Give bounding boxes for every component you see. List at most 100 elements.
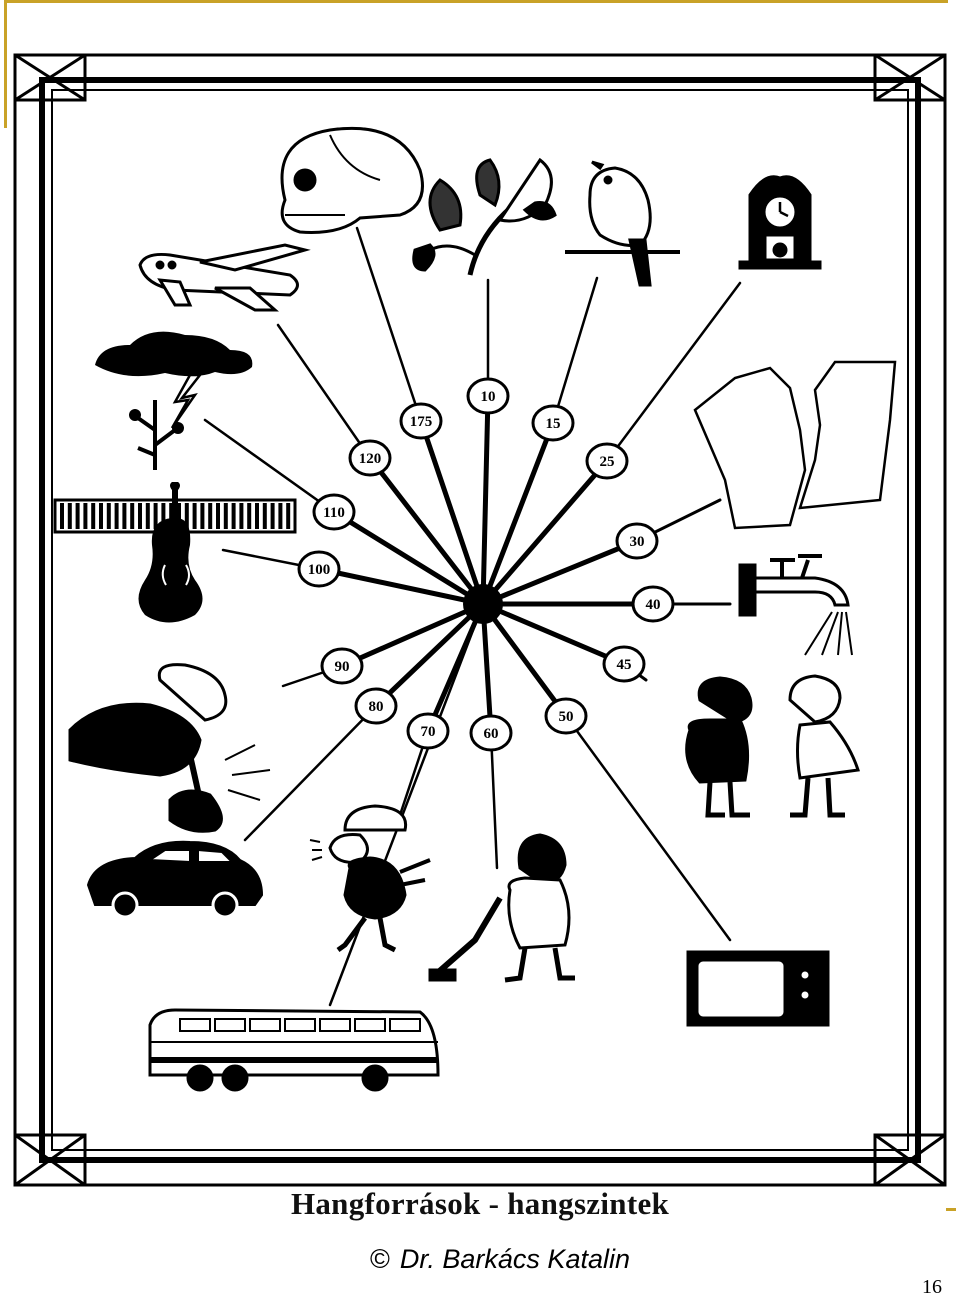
ray-inner-level-110 xyxy=(331,509,486,607)
radial-rays xyxy=(203,226,742,1007)
copyright-line: ©Dr. Barkács Katalin xyxy=(0,1244,960,1275)
node-label: 90 xyxy=(335,659,350,675)
node-level-30: 30 xyxy=(615,522,659,560)
node-level-120: 120 xyxy=(348,439,392,477)
bus-window xyxy=(284,1018,316,1032)
ray-bus xyxy=(328,602,485,1007)
paper-icon xyxy=(693,360,897,530)
piano-key xyxy=(83,503,88,529)
node-level-80: 80 xyxy=(354,687,398,725)
node-level-100: 100 xyxy=(297,550,341,588)
piano-key xyxy=(169,503,174,529)
diagram-caption: Hangforrások - hangszintek xyxy=(290,1186,670,1221)
node-label: 40 xyxy=(646,597,661,613)
bus-window xyxy=(249,1018,281,1032)
ray-inner-level-50 xyxy=(480,601,569,719)
ray-inner-level-10 xyxy=(480,393,491,607)
bus-window xyxy=(319,1018,351,1032)
jackhammer-icon xyxy=(68,663,271,833)
ray-inner-level-120 xyxy=(367,455,486,607)
clock-icon xyxy=(738,175,822,270)
thundercloud-icon xyxy=(95,331,253,470)
ray-inner-level-60 xyxy=(480,601,494,736)
piano-key xyxy=(262,503,267,529)
piano-key xyxy=(286,503,291,529)
bus-window xyxy=(214,1018,246,1032)
node-circle xyxy=(406,712,450,750)
piano-key xyxy=(177,503,181,529)
ray-inner-level-70 xyxy=(425,601,486,734)
node-circle xyxy=(469,714,513,752)
node-level-10: 10 xyxy=(466,377,510,415)
ray-outer-level-15 xyxy=(551,276,599,425)
diagram-hub xyxy=(463,584,503,624)
node-level-70: 70 xyxy=(406,712,450,750)
node-label: 30 xyxy=(630,534,645,550)
ray-outer-level-120 xyxy=(276,323,372,460)
piano-key xyxy=(216,503,220,529)
node-circle xyxy=(615,522,659,560)
ray-inner-level-15 xyxy=(480,420,556,607)
piano-key xyxy=(67,503,72,529)
piano-key xyxy=(106,503,111,529)
ray-outer-level-25 xyxy=(605,281,742,463)
node-label: 50 xyxy=(559,709,574,725)
piano-key xyxy=(60,503,64,529)
node-circle xyxy=(320,647,364,685)
piano-key xyxy=(255,503,259,529)
ray-outer-level-80 xyxy=(243,704,378,842)
conversation-icon xyxy=(685,674,860,818)
picture-frame xyxy=(13,53,947,1187)
tv-icon xyxy=(686,950,830,1027)
piano-key xyxy=(75,503,80,529)
piano-key xyxy=(270,503,275,529)
node-label: 120 xyxy=(359,451,382,467)
node-circle xyxy=(585,442,629,480)
node-circle xyxy=(297,550,341,588)
ray-inner-level-90 xyxy=(339,601,486,669)
node-label: 15 xyxy=(546,416,561,432)
ray-inner-level-175 xyxy=(418,418,486,607)
node-label: 100 xyxy=(308,562,331,578)
ray-inner-level-30 xyxy=(480,538,640,607)
piano-key xyxy=(208,503,213,529)
piano-key xyxy=(192,503,197,529)
piano-key xyxy=(239,503,244,529)
ray-inner-level-25 xyxy=(480,458,610,607)
node-label: 175 xyxy=(410,414,433,430)
piano-key xyxy=(200,503,205,529)
skull-icon xyxy=(280,126,424,234)
node-level-175: 175 xyxy=(399,402,443,440)
bus-window xyxy=(354,1018,386,1032)
bus-icon xyxy=(148,1008,440,1092)
ray-inner-level-80 xyxy=(373,601,486,709)
node-circle xyxy=(531,404,575,442)
ray-outer-level-110 xyxy=(203,418,336,514)
piano-key xyxy=(161,503,166,529)
node-circle xyxy=(466,377,510,415)
bus-window xyxy=(389,1018,421,1032)
node-label: 45 xyxy=(617,657,632,673)
piano-key xyxy=(91,503,96,529)
ray-outer-level-50 xyxy=(564,714,732,942)
piano-key xyxy=(114,503,119,529)
accent-line-top xyxy=(4,0,948,3)
accent-line-left xyxy=(4,0,7,128)
vacuum-icon xyxy=(428,833,575,983)
ray-outer-level-175 xyxy=(355,226,423,423)
piano-key xyxy=(184,503,189,529)
node-circle xyxy=(631,585,675,623)
node-level-25: 25 xyxy=(585,442,629,480)
piano-key xyxy=(138,503,142,529)
node-label: 10 xyxy=(481,389,496,405)
piano-key xyxy=(130,503,135,529)
page-number: 16 xyxy=(922,1276,942,1298)
piano-key xyxy=(122,503,127,529)
node-level-60: 60 xyxy=(469,714,513,752)
node-level-50: 50 xyxy=(544,697,588,735)
bus-window xyxy=(179,1018,211,1032)
bird-icon xyxy=(565,160,680,287)
car-icon xyxy=(86,840,264,919)
